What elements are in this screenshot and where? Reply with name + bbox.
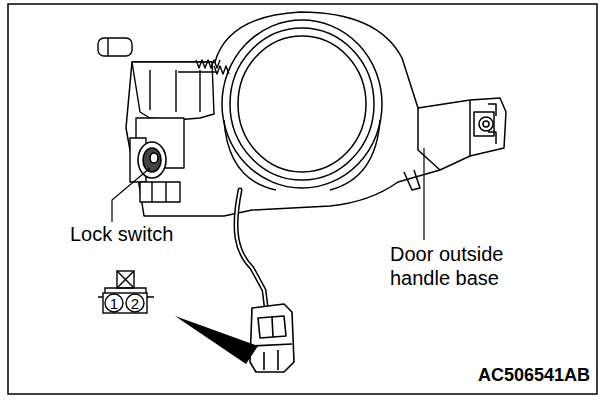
handle-base-part: [483, 121, 489, 127]
pin-number: 2: [131, 296, 139, 311]
lock-mechanism-part: [150, 70, 200, 112]
harness-connector-part: [252, 344, 292, 346]
harness-connector-part: [264, 350, 278, 370]
leader-line-part: [423, 148, 424, 240]
handle-base-part: [479, 117, 493, 131]
lock-mechanism-part: [107, 38, 108, 56]
pin-diagram-part: [105, 294, 123, 312]
pin-diagram-part: [117, 271, 134, 288]
harness-connector: [250, 304, 294, 372]
lock-mechanism-part: [140, 182, 180, 202]
handle-base-part: [404, 170, 420, 190]
lock-switch: [138, 142, 166, 178]
switch-wire: [236, 190, 266, 306]
figure-code: AC506541AB: [478, 365, 590, 387]
switch-wire-part: [236, 190, 266, 306]
lock-mechanism-part: [165, 182, 166, 202]
pin-diagram-part: [103, 293, 147, 313]
pin-diagram-part: [117, 271, 134, 288]
lock-mechanism: [98, 38, 229, 202]
harness-connector-part: [272, 317, 273, 337]
part-name: Lock switch: [70, 222, 173, 246]
lock-mechanism-part: [132, 62, 214, 120]
part-name: Door outside handle base: [390, 242, 540, 290]
lock-mechanism-part: [196, 60, 220, 68]
handle-base-part: [230, 28, 374, 180]
lock-mechanism-part: [151, 182, 152, 202]
handle-base-part: [224, 120, 276, 190]
handle-base-part: [488, 104, 496, 144]
lock-switch-part: [143, 148, 161, 172]
handle-base-part: [126, 12, 506, 216]
handle-base-part: [238, 36, 366, 172]
lock-mechanism-part: [214, 66, 229, 74]
handle-base-part: [418, 108, 440, 170]
leader-line-part: [112, 168, 150, 222]
handle-base: [126, 12, 506, 216]
lock-mechanism-part: [178, 71, 216, 72]
frame-border: [8, 4, 597, 394]
pin-diagram-part: [126, 294, 144, 312]
harness-connector-part: [258, 316, 286, 338]
handle-base-part: [222, 20, 382, 188]
switch-wire-part: [236, 190, 266, 306]
pin-number: 1: [110, 296, 118, 311]
lock-switch-part: [150, 153, 158, 163]
handle-base-part: [330, 120, 380, 190]
view-pointer: [175, 316, 258, 364]
pin-diagram: [98, 271, 154, 313]
pin-diagram-part: [117, 271, 134, 288]
harness-connector-part: [250, 304, 294, 372]
view-pointer-part: [175, 316, 258, 364]
handle-base-part: [469, 100, 471, 156]
lock-mechanism-part: [98, 38, 132, 56]
lock-switch-part: [138, 142, 166, 178]
